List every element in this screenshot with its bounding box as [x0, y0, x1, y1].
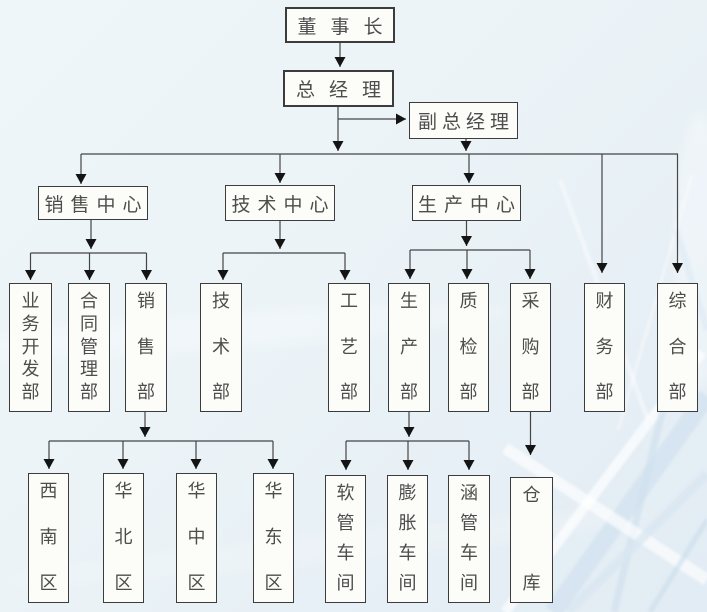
node-business-dev-dept: 业务开发部: [9, 283, 52, 412]
node-tech-center: 技术中心: [225, 185, 335, 221]
node-expansion-workshop: 膨胀车间: [387, 475, 428, 603]
node-deputy-general-manager: 副总经理: [409, 102, 518, 139]
node-general-manager-label: 总经理: [295, 79, 395, 101]
node-hose-workshop: 软管车间: [325, 475, 366, 603]
connectors: [25, 43, 683, 470]
node-sales-center: 销售中心: [38, 186, 148, 220]
node-sales-center-label: 销售中心: [44, 193, 149, 216]
node-contract-mgmt-dept: 合同管理部: [68, 283, 110, 412]
node-central-china-region: 华中区: [176, 473, 217, 603]
node-production-dept: 生产部: [388, 283, 430, 412]
node-east-china-region: 华东区: [253, 473, 294, 603]
node-finance-dept: 财务部: [584, 283, 625, 412]
node-southwest-region: 西南区: [28, 473, 69, 603]
node-culvert-workshop: 涵管车间: [448, 475, 490, 603]
node-chairman: 董事长: [285, 7, 395, 43]
node-production-center: 生产中心: [412, 185, 521, 221]
node-sales-dept: 销售部: [125, 283, 167, 412]
node-tech-dept: 技术部: [200, 283, 242, 412]
node-general-affairs-dept: 综合部: [657, 283, 698, 412]
node-quality-dept: 质检部: [448, 283, 489, 412]
node-chairman-label: 董事长: [297, 15, 397, 38]
node-north-china-region: 华北区: [103, 473, 144, 603]
node-warehouse: 仓库: [510, 477, 553, 603]
node-deputy-general-manager-label: 副总经理: [417, 111, 514, 133]
node-purchasing-dept: 采购部: [510, 283, 551, 412]
node-process-dept: 工艺部: [328, 283, 370, 412]
node-tech-center-label: 技术中心: [231, 193, 336, 216]
node-production-center-label: 生产中心: [417, 193, 522, 216]
node-general-manager: 总经理: [283, 70, 394, 107]
